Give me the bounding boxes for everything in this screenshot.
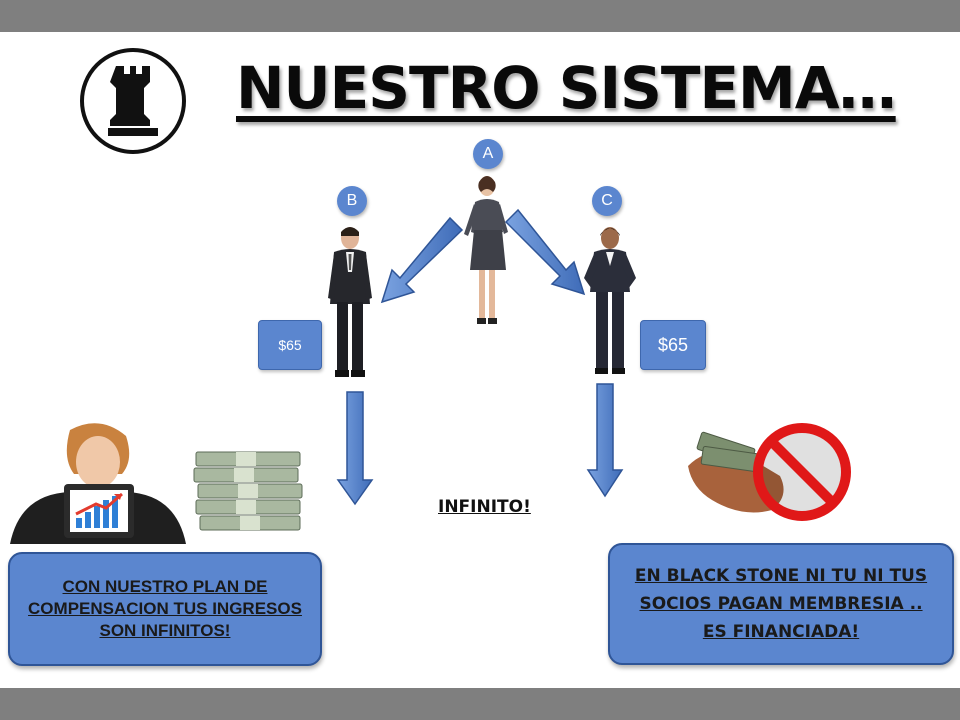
arrow-b-down — [336, 391, 374, 506]
callout-membership-text: EN BLACK STONE NI TU NI TUS SOCIOS PAGAN… — [634, 566, 928, 642]
money-stacks-picture — [193, 451, 303, 531]
callout-membership: EN BLACK STONE NI TU NI TUS SOCIOS PAGAN… — [608, 543, 954, 665]
callout-income: CON NUESTRO PLAN DE COMPENSACION TUS ING… — [8, 552, 322, 666]
arrow-a-to-c — [504, 208, 586, 296]
woman-tablet-picture — [10, 423, 186, 544]
no-payment-picture — [688, 423, 851, 521]
no-sign-icon — [753, 423, 851, 521]
node-c: C — [592, 186, 622, 216]
node-b: B — [337, 186, 367, 216]
arrow-a-to-b — [380, 216, 464, 304]
price-tag-b: $65 — [258, 320, 322, 370]
logo — [80, 48, 186, 154]
bottom-bar — [0, 688, 960, 720]
person-a-figure — [464, 176, 508, 324]
chess-rook-icon — [108, 66, 158, 136]
infinito-label: INFINITO! — [438, 497, 531, 517]
top-bar — [0, 0, 960, 32]
person-c-figure — [584, 227, 636, 374]
arrow-c-down — [586, 383, 624, 498]
page-title: NUESTRO SISTEMA… — [236, 54, 897, 122]
person-b-figure — [328, 227, 372, 377]
callout-income-text: CON NUESTRO PLAN DE COMPENSACION TUS ING… — [28, 577, 302, 640]
price-tag-c: $65 — [640, 320, 706, 370]
node-a: A — [473, 139, 503, 169]
